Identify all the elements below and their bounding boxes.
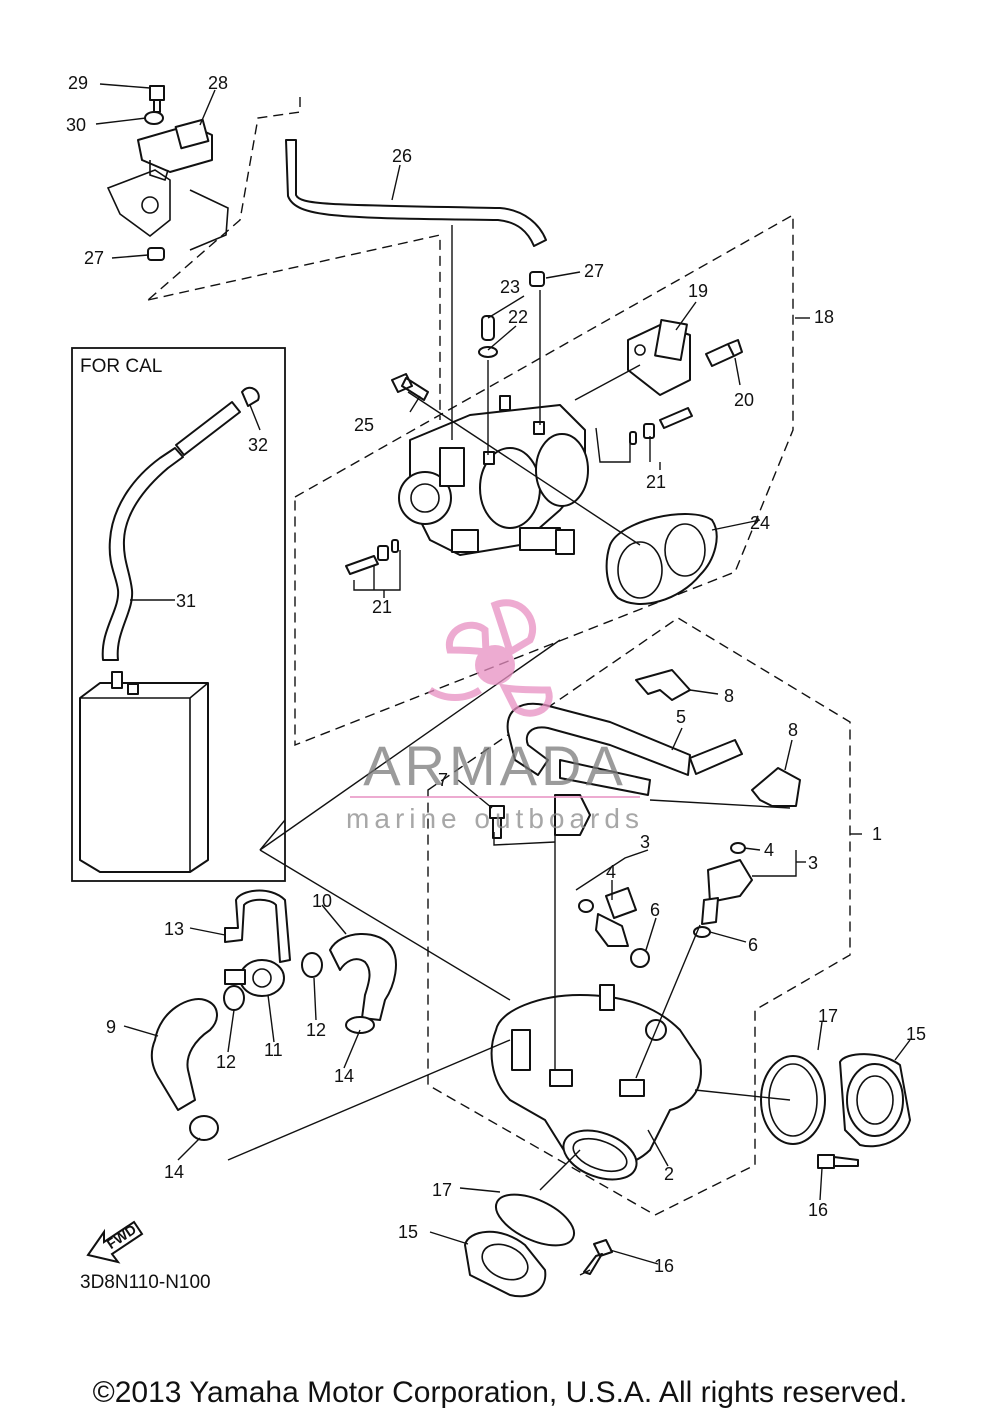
screws-21-left [345,539,399,575]
part-label-9: 9 [106,1017,116,1037]
watermark: ARMADA marine outboards [346,599,644,834]
bolt-20 [705,339,743,367]
part-label-27b: 27 [584,261,604,281]
part-label-21b: 21 [372,597,392,617]
clip-32 [241,386,260,407]
clip-27-right [529,271,545,287]
part-label-23: 23 [500,277,520,297]
watermark-tagline: marine outboards [346,803,644,834]
clip-13 [224,889,291,963]
part-label-22: 22 [508,307,528,327]
part-label-13: 13 [164,919,184,939]
hose-26 [285,139,547,247]
injector-right [693,842,753,938]
assembly-1-boundary [427,617,851,1216]
sensor-19 [627,319,691,396]
part-label-5: 5 [676,707,686,727]
part-label-15a: 15 [906,1024,926,1044]
canister [79,671,209,873]
sensor-28 [106,118,229,251]
clip-22 [478,346,498,358]
watermark-name: ARMADA [363,734,627,797]
clip-14-right [345,1016,375,1034]
bolt-29 [149,85,165,113]
thermostat-11 [224,959,285,997]
intake-manifold-2 [490,984,702,1181]
throttle-body-18 [398,395,589,556]
hose-9 [150,998,218,1111]
part-label-31: 31 [176,591,196,611]
part-label-27a: 27 [84,248,104,268]
part-label-16b: 16 [654,1256,674,1276]
part-label-17a: 17 [818,1006,838,1026]
part-label-29: 29 [68,73,88,93]
part-label-11: 11 [264,1040,283,1060]
clip-27-left [147,247,165,261]
part-label-30: 30 [66,115,86,135]
bolt-7 [489,805,505,839]
part-label-28: 28 [208,73,228,93]
gasket-24 [605,513,718,605]
part-label-1: 1 [872,824,882,844]
joint-15-bottom [464,1230,547,1298]
part-label-12b: 12 [306,1020,326,1040]
cap-23 [481,315,495,341]
bolt-16-bottom [583,1239,613,1275]
clamp-17-bottom [495,1193,575,1247]
part-label-10: 10 [312,891,332,911]
sensor-28-boundary [147,97,301,301]
clip-14-left [189,1115,219,1141]
bracket-8-upper [635,669,691,701]
part-label-4b: 4 [764,840,774,860]
part-label-2: 2 [664,1164,674,1184]
bolt-25 [391,373,429,401]
part-number-labels: 1 2 3 3 4 4 5 6 6 7 8 8 9 10 11 12 12 13… [66,73,926,1276]
part-label-6a: 6 [650,900,660,920]
part-label-32: 32 [248,435,268,455]
for-cal-box-notch [259,819,286,851]
for-cal-label: FOR CAL [80,356,162,377]
bolt-16-right [817,1154,859,1169]
part-label-25: 25 [354,415,374,435]
part-label-3a: 3 [640,832,650,852]
part-label-6b: 6 [748,935,758,955]
part-label-14b: 14 [164,1162,184,1182]
part-label-4a: 4 [606,862,616,882]
part-label-14a: 14 [334,1066,354,1086]
oring-12-right [301,952,323,978]
injector-left [578,887,650,968]
part-label-12a: 12 [216,1052,236,1072]
oring-12-left [223,985,245,1011]
part-label-8b: 8 [788,720,798,740]
diagram-code: 3D8N110-N100 [80,1272,211,1293]
hose-10 [329,933,397,1021]
joint-15-right [839,1053,911,1148]
part-label-15b: 15 [398,1222,418,1242]
hose-32-end [175,401,241,456]
watermark-logo [428,599,553,717]
part-label-24: 24 [750,513,770,533]
copyright-notice: ©2013 Yamaha Motor Corporation, U.S.A. A… [92,1376,908,1409]
part-label-19: 19 [688,281,708,301]
part-label-26: 26 [392,146,412,166]
fwd-arrow-icon: FWD [86,1220,144,1264]
washer-30 [144,111,164,125]
part-label-8a: 8 [724,686,734,706]
part-label-16a: 16 [808,1200,828,1220]
bracket-8-right [751,767,801,807]
clamp-17-right [760,1055,826,1145]
part-label-18: 18 [814,307,834,327]
hose-31 [101,447,184,661]
part-label-3b: 3 [808,853,818,873]
part-label-17b: 17 [432,1180,452,1200]
part-label-20: 20 [734,390,754,410]
part-label-7: 7 [438,770,448,790]
part-label-21a: 21 [646,472,666,492]
screws-21-right [629,407,693,445]
